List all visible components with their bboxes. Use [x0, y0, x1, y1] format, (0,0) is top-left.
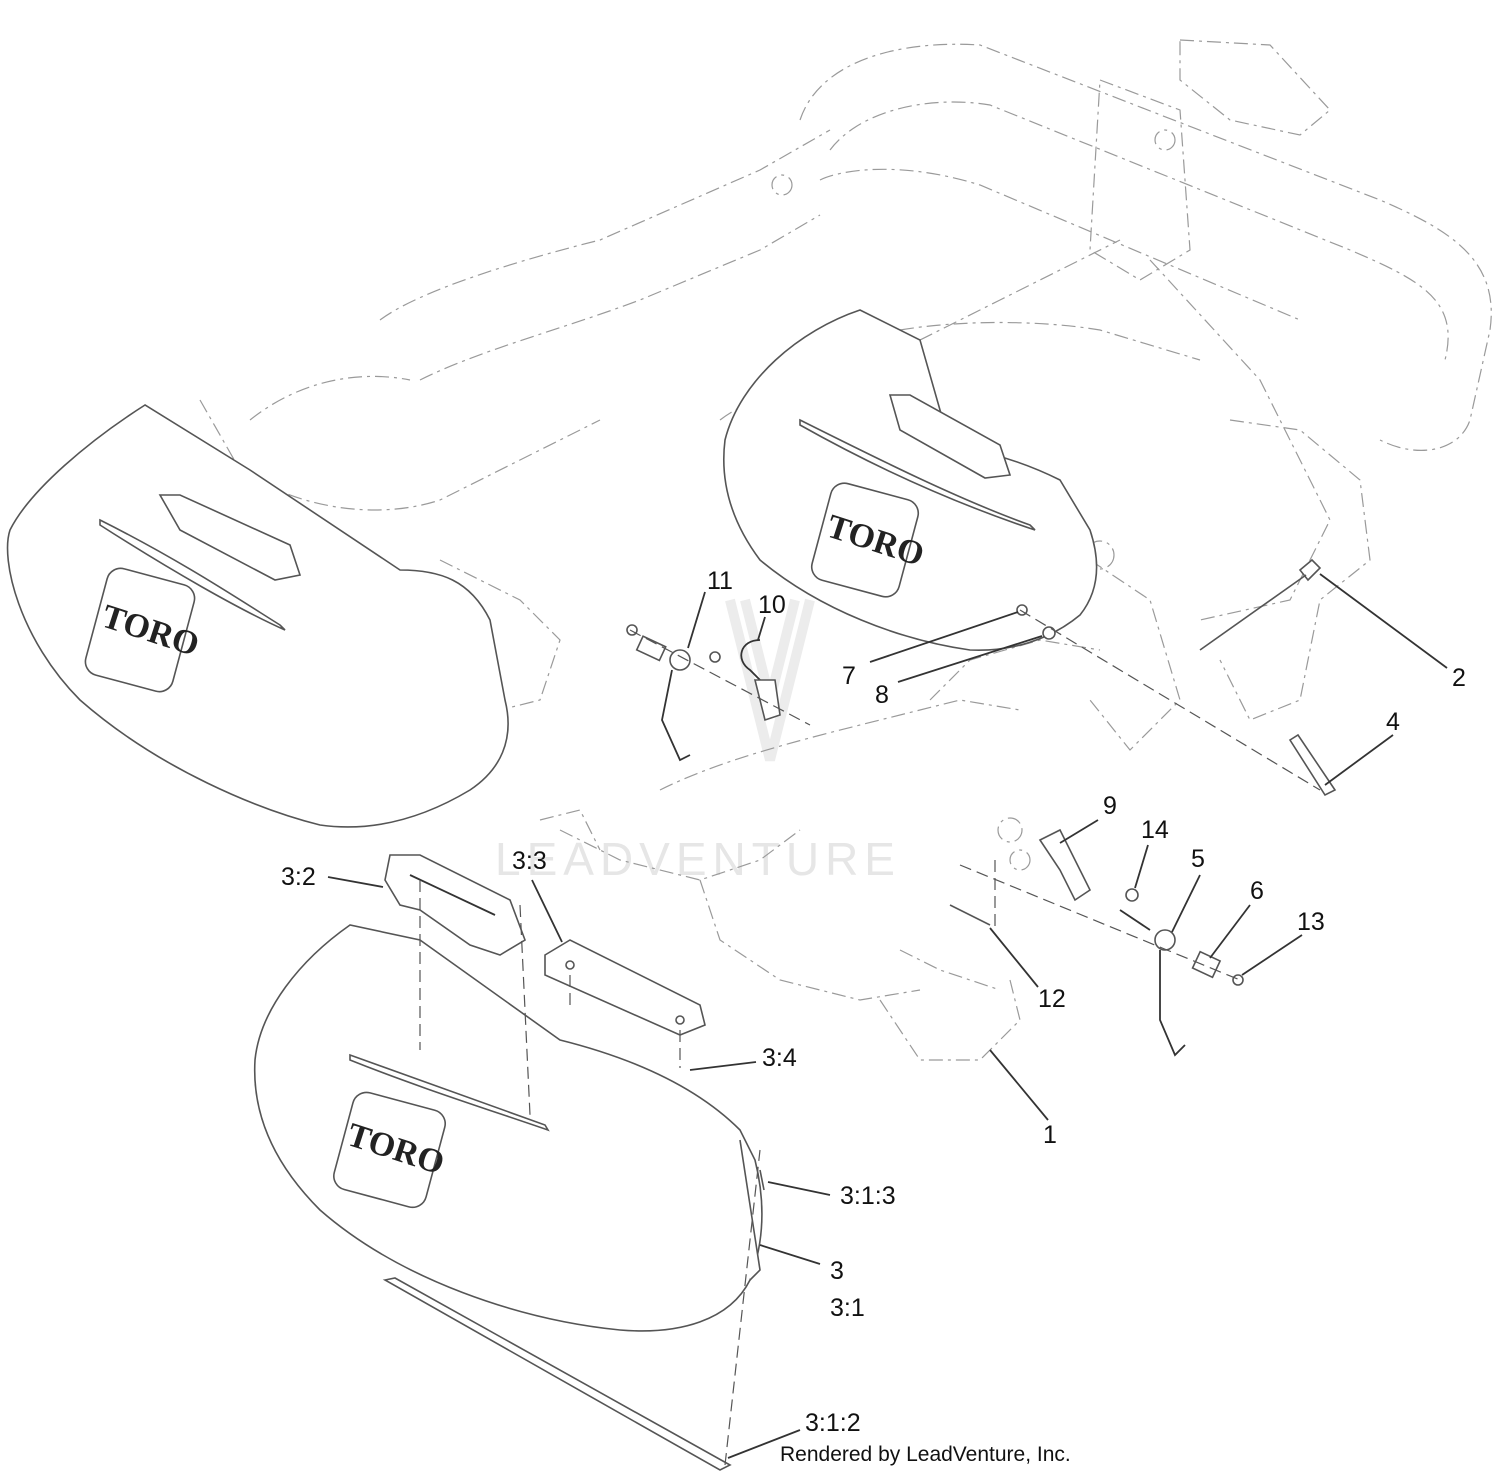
callout-11: 6 — [1250, 877, 1264, 905]
callout-3-1: 3:1 — [830, 1294, 865, 1322]
callout-4: 4 — [1386, 708, 1400, 736]
watermark: LEADVENTURE — [495, 598, 901, 885]
callout-9: 11 — [707, 567, 733, 595]
callout-3-1-3: 3:1:3 — [840, 1182, 896, 1210]
callout-3-3: 3:3 — [512, 847, 547, 875]
explosion-lines — [419, 609, 1321, 1466]
callout-3-4: 3:4 — [762, 1044, 797, 1072]
right-cutting-unit-shield: TORO — [722, 309, 1098, 651]
exploded-shield-assembly: TORO — [253, 924, 763, 1332]
callout-3-2: 3:2 — [281, 863, 316, 891]
machine-frame-outline — [199, 39, 1492, 1061]
callout-7: 9 — [1103, 792, 1117, 820]
plate-part — [544, 939, 706, 1036]
callout-1: 1 — [1043, 1121, 1057, 1149]
callout-8: 10 — [758, 591, 786, 619]
callout-3: 3 — [830, 1257, 844, 1285]
callout-labels: 11 10 7 8 2 4 9 14 5 6 13 12 1 3:2 3:3 3… — [281, 567, 1466, 1437]
left-cutting-unit-shield: TORO — [6, 404, 509, 828]
callout-10: 5 — [1191, 845, 1205, 873]
callout-6: 8 — [875, 681, 889, 709]
callout-12: 12 — [1038, 985, 1066, 1013]
leader-lines — [327, 573, 1448, 1459]
render-credit: Rendered by LeadVenture, Inc. — [780, 1443, 1071, 1466]
callout-14: 14 — [1141, 816, 1169, 844]
callout-5: 7 — [842, 662, 856, 690]
pin-part — [759, 1169, 765, 1191]
watermark-text: LEADVENTURE — [495, 833, 901, 885]
callout-13: 13 — [1297, 908, 1325, 936]
hardware-parts — [626, 558, 1337, 1057]
strip-part — [382, 1277, 732, 1471]
callout-2: 2 — [1452, 664, 1466, 692]
callout-3-1-2: 3:1:2 — [805, 1409, 861, 1437]
